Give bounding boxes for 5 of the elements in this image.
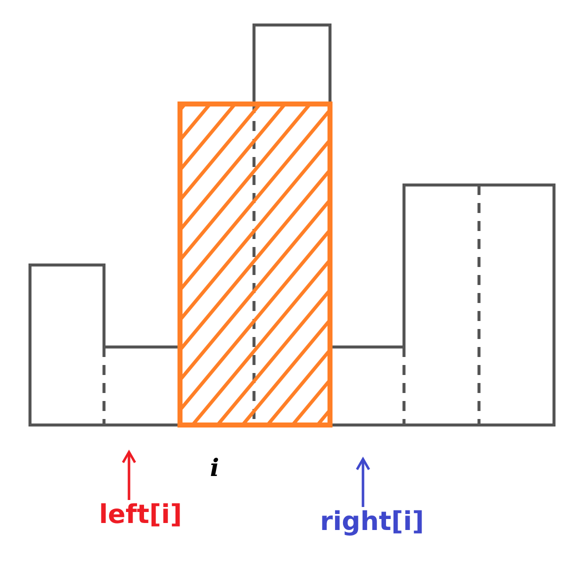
index-variable: i [210,455,220,481]
pointer-label: right[i] [318,507,426,537]
pointer-label: left[i] [97,500,184,530]
arrow [122,450,136,500]
arrow [356,458,370,507]
